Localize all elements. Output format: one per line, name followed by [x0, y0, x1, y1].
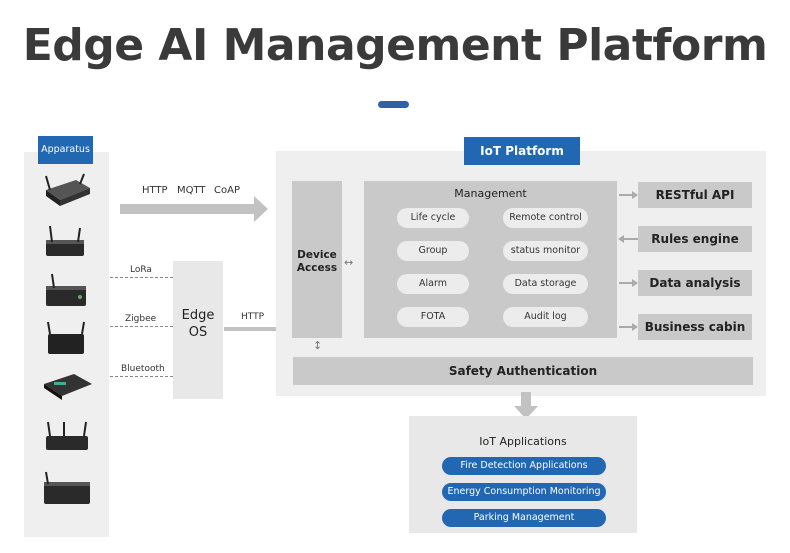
safety-authentication-bar: Safety Authentication: [293, 357, 753, 385]
protocol-edge-http: HTTP: [241, 312, 265, 322]
service-business-cabin: Business cabin: [638, 314, 752, 340]
device-access-label: Device Access: [296, 249, 338, 274]
router-device-icon: [46, 225, 84, 256]
protocol-lora: LoRa: [130, 265, 152, 275]
bluetooth-link: [110, 376, 173, 377]
service-arrows: [618, 191, 638, 331]
device-access-box: [292, 181, 342, 338]
mgmt-item-alarm: Alarm: [397, 274, 469, 294]
mgmt-item-life-cycle: Life cycle: [397, 208, 469, 228]
management-title: Management: [454, 187, 527, 200]
protocol-zigbee: Zigbee: [125, 314, 157, 324]
lora-link: [110, 277, 173, 278]
zigbee-link: [110, 326, 173, 327]
edge-os-box: [173, 261, 223, 399]
mgmt-item-audit-log: Audit log: [503, 307, 588, 327]
mgmt-item-status-monitor: status monitor: [503, 241, 588, 261]
protocol-arrow: [120, 196, 268, 222]
apparatus-label: Apparatus: [38, 136, 93, 164]
wifi-router-icon: [46, 421, 88, 450]
mgmt-item-data-storage: Data storage: [503, 274, 588, 294]
page-title: Edge AI Management Platform: [22, 20, 768, 71]
edge-os-label: Edge OS: [181, 308, 215, 340]
edge-http-arrow: [224, 322, 286, 336]
protocol-bluetooth: Bluetooth: [121, 364, 165, 374]
protocol-mqtt: MQTT: [177, 185, 206, 196]
mgmt-item-remote-control: Remote control: [503, 208, 588, 228]
down-arrow: [514, 392, 538, 419]
app-energy-monitoring: Energy Consumption Monitoring: [442, 483, 606, 501]
mgmt-item-fota: FOTA: [397, 307, 469, 327]
app-fire-detection: Fire Detection Applications: [442, 457, 606, 475]
mgmt-item-group: Group: [397, 241, 469, 261]
iot-platform-label: IoT Platform: [464, 137, 580, 165]
service-data-analysis: Data analysis: [638, 270, 752, 296]
edge-box-device-icon: [46, 273, 86, 306]
title-underline: [378, 101, 409, 108]
service-rules-engine: Rules engine: [638, 226, 752, 252]
device-access-safety-arrow: ↕: [313, 339, 323, 352]
dtu-device-icon: [44, 374, 92, 400]
app-parking-management: Parking Management: [442, 509, 606, 527]
iot-applications-title: IoT Applications: [479, 435, 567, 448]
device-access-mgmt-arrow: ↔: [344, 256, 354, 269]
service-restful-api: RESTful API: [638, 182, 752, 208]
gateway-device-icon: [45, 173, 90, 206]
industrial-router-icon: [47, 321, 85, 354]
edge-computer-icon: [44, 471, 90, 504]
protocol-coap: CoAP: [214, 185, 240, 196]
protocol-http: HTTP: [142, 185, 168, 196]
